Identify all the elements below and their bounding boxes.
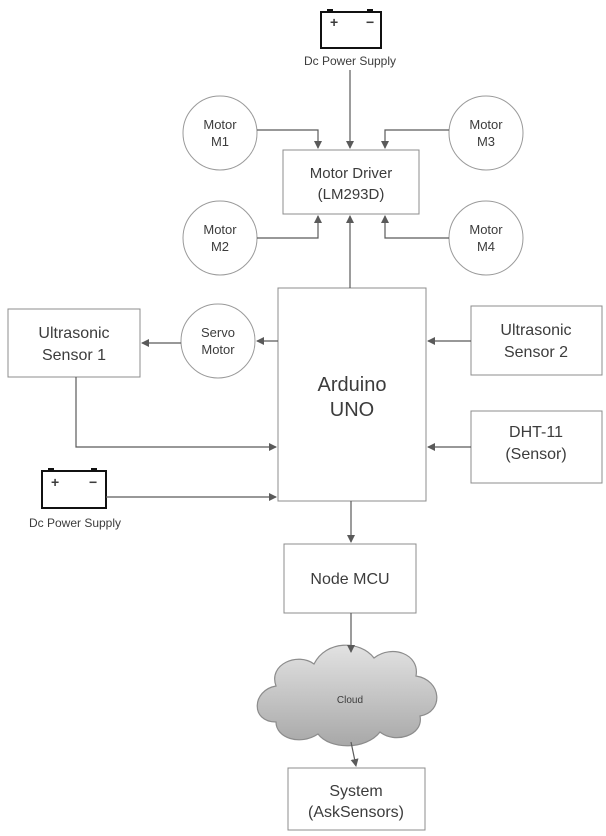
dht-line2: (Sensor) (505, 446, 566, 463)
motor-m4-line2: M4 (477, 239, 495, 254)
ultrasonic-1-line1: Ultrasonic (38, 325, 109, 342)
dc-power-supply-left: + − Dc Power Supply (29, 468, 121, 530)
node-mcu-box: Node MCU (283, 543, 417, 614)
edge-m3-to-driver (381, 129, 449, 149)
battery-minus: − (89, 474, 97, 490)
motor-driver-box: Motor Driver (LM293D) (282, 149, 420, 215)
edge-m1-to-driver (257, 129, 322, 149)
motor-m3: Motor M3 (448, 95, 524, 171)
motor-driver-line2: (LM293D) (318, 186, 385, 203)
servo-line1: Servo (201, 325, 235, 340)
motor-m1: Motor M1 (182, 95, 258, 171)
servo-motor: Servo Motor (180, 303, 256, 379)
ultrasonic-2-line2: Sensor 2 (504, 344, 568, 361)
battery-plus: + (51, 474, 59, 490)
battery-plus: + (330, 14, 338, 30)
edge-cloud-to-system (350, 741, 359, 767)
connectors (75, 70, 471, 767)
motor-m4-line1: Motor (469, 222, 503, 237)
arduino-line2: UNO (330, 399, 374, 421)
motor-m3-line2: M3 (477, 134, 495, 149)
power-label-left: Dc Power Supply (29, 516, 121, 530)
arduino-line1: Arduino (318, 374, 387, 396)
dc-power-supply-top: + − Dc Power Supply (304, 9, 396, 68)
battery-icon: + − (320, 9, 382, 49)
ultrasonic-sensor-2-box: Ultrasonic Sensor 2 (470, 305, 603, 376)
cloud-shape: Cloud (256, 644, 438, 747)
ultrasonic-sensor-1-box: Ultrasonic Sensor 1 (7, 308, 141, 378)
motor-m2-line2: M2 (211, 239, 229, 254)
motor-m4: Motor M4 (448, 200, 524, 276)
edge-m2-to-driver (257, 215, 322, 239)
node-mcu-label: Node MCU (310, 571, 389, 588)
system-box: System (AskSensors) (287, 767, 426, 831)
motor-m1-line1: Motor (203, 117, 237, 132)
power-label-top: Dc Power Supply (304, 54, 396, 68)
edge-m4-to-driver (381, 215, 449, 239)
edge-ultrasonic1-to-arduino (75, 377, 277, 451)
servo-line2: Motor (201, 342, 235, 357)
dht11-sensor-box: DHT-11 (Sensor) (470, 410, 603, 484)
motor-m2-line1: Motor (203, 222, 237, 237)
motor-m1-line2: M1 (211, 134, 229, 149)
system-line2: (AskSensors) (308, 804, 404, 821)
motor-driver-line1: Motor Driver (310, 165, 393, 182)
battery-minus: − (366, 14, 374, 30)
dht-line1: DHT-11 (509, 424, 563, 441)
cloud-label: Cloud (337, 695, 363, 706)
arduino-uno-box: Arduino UNO (277, 287, 427, 502)
ultrasonic-2-line1: Ultrasonic (500, 322, 571, 339)
ultrasonic-1-line2: Sensor 1 (42, 347, 106, 364)
system-line1: System (329, 783, 382, 800)
motor-m3-line1: Motor (469, 117, 503, 132)
motor-m2: Motor M2 (182, 200, 258, 276)
battery-icon: + − (41, 468, 107, 509)
